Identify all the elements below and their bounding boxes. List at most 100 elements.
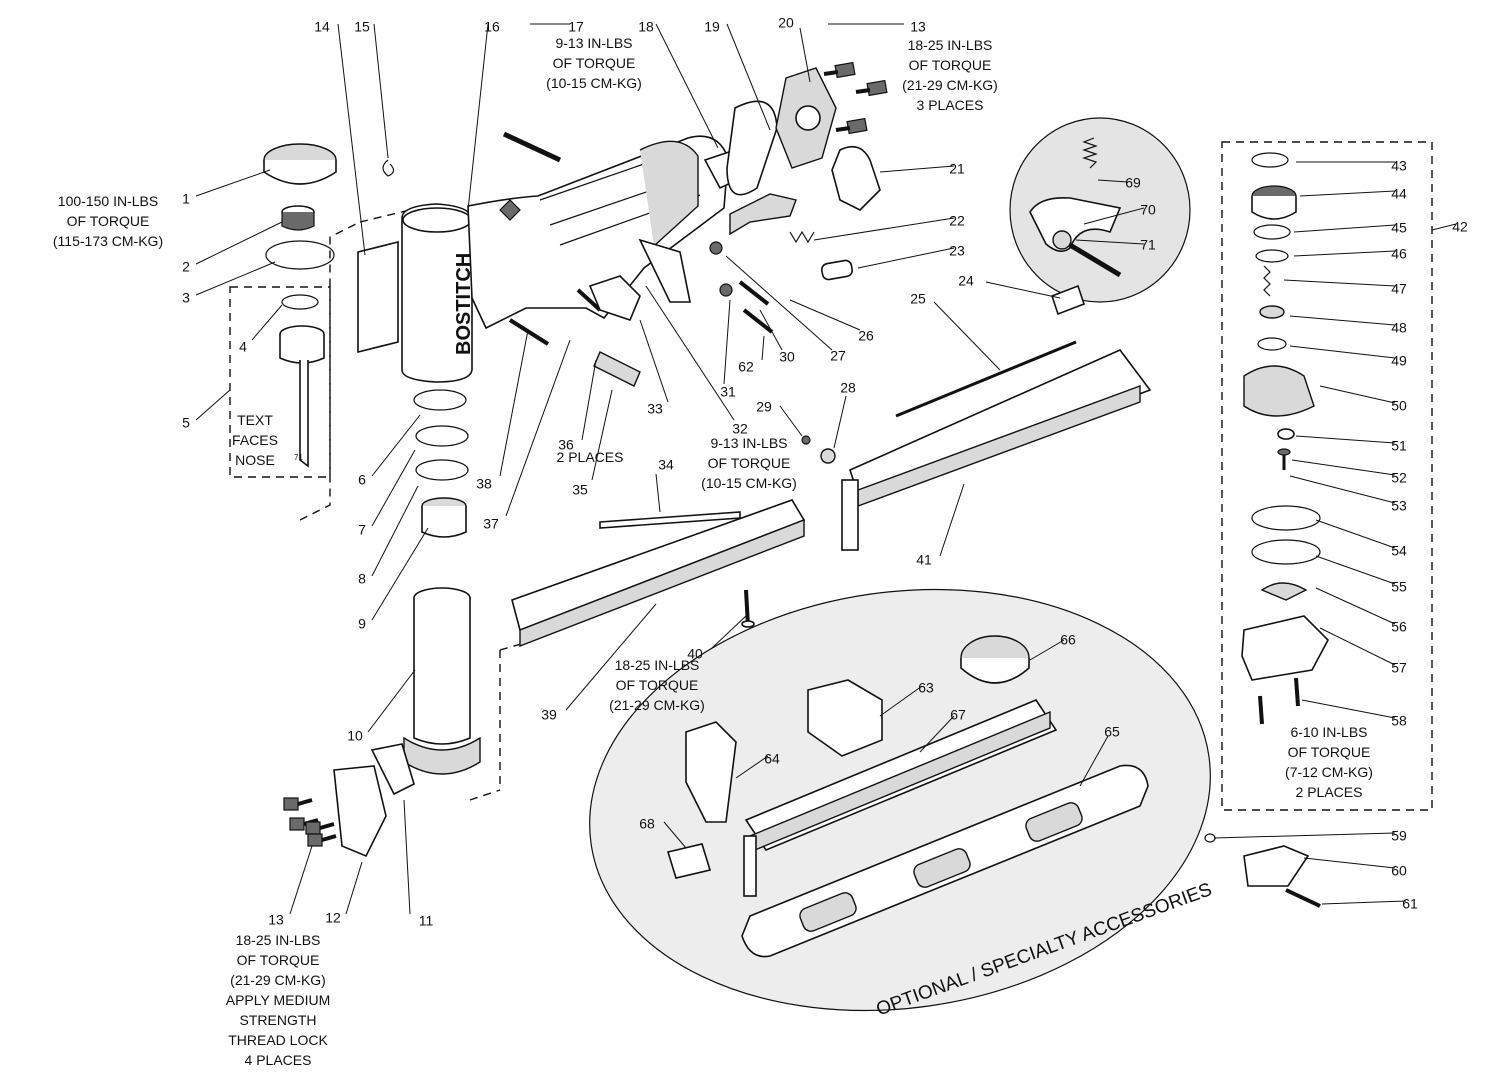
part-number-71: 71: [1140, 237, 1156, 253]
note-line: 4 PLACES: [245, 1052, 312, 1068]
leader-line: [933, 301, 1001, 371]
part-number-58: 58: [1391, 713, 1407, 729]
part-number-53: 53: [1391, 498, 1407, 514]
leader-line: [195, 221, 283, 265]
part-number-40: 40: [687, 646, 703, 662]
leader-line: [655, 23, 719, 149]
leader-line: [761, 335, 765, 361]
tool-body: BOSTITCH: [357, 61, 888, 387]
leader-line: [919, 715, 955, 753]
leader-line: [723, 299, 731, 385]
leader-line: [799, 27, 811, 83]
part-number-44: 44: [1391, 186, 1407, 202]
part-number-48: 48: [1391, 320, 1407, 336]
part-number-64: 64: [764, 751, 780, 767]
note-line: 2 PLACES: [1296, 784, 1363, 800]
leader-line: [371, 449, 416, 527]
leader-line: [879, 685, 923, 717]
note-line: 18-25 IN-LBS: [615, 657, 700, 673]
note-line: (115-173 CM-KG): [53, 233, 163, 249]
leader-line: [1293, 224, 1396, 233]
part-number-6: 6: [358, 472, 366, 488]
leader-line: [879, 165, 955, 173]
cylinder-cap-stack: 71: [263, 143, 481, 858]
part-number-57: 57: [1391, 660, 1407, 676]
part-number-4: 4: [239, 339, 247, 355]
part-number-17: 17: [568, 19, 584, 35]
leader-line: [1213, 832, 1396, 839]
part-number-10: 10: [347, 728, 363, 744]
note-line: 18-25 IN-LBS: [236, 932, 321, 948]
note-line: OF TORQUE: [708, 455, 791, 471]
leader-line: [833, 395, 847, 449]
part-number-11: 11: [419, 913, 434, 929]
part-number-16: 16: [484, 19, 500, 35]
part-number-15: 15: [354, 19, 370, 35]
leader-line: [371, 485, 419, 577]
note-line: OF TORQUE: [1288, 744, 1371, 760]
note-line: 9-13 IN-LBS: [710, 435, 787, 451]
leader-line: [289, 845, 313, 915]
part-number-46: 46: [1391, 246, 1407, 262]
part-number-65: 65: [1104, 724, 1120, 740]
part-number-26: 26: [858, 328, 874, 344]
leader-line: [1283, 279, 1396, 287]
part-number-1: 1: [182, 191, 190, 207]
part-number-13: 13: [910, 19, 926, 35]
leader-line: [735, 755, 769, 779]
leader-line: [1319, 385, 1396, 404]
part-number-35: 35: [572, 482, 588, 498]
leader-line: [345, 861, 363, 915]
part-number-21: 21: [949, 161, 965, 177]
note-line: 9-13 IN-LBS: [555, 35, 632, 51]
note-line: (21-29 CM-KG): [230, 972, 326, 988]
leader-line: [195, 389, 231, 421]
note-line: OF TORQUE: [616, 677, 699, 693]
leader-line: [565, 603, 657, 711]
leader-line: [1301, 699, 1396, 719]
part-number-24: 24: [958, 273, 974, 289]
leader-line: [371, 414, 421, 477]
accessories-region: [589, 588, 1211, 1012]
part-number-60: 60: [1391, 863, 1407, 879]
leader-line: [725, 255, 833, 351]
part-number-63: 63: [918, 680, 934, 696]
brand-logo: BOSTITCH: [453, 253, 475, 355]
note-line: OF TORQUE: [909, 57, 992, 73]
leader-line: [857, 247, 955, 269]
leader-line: [467, 23, 489, 211]
part-number-25: 25: [910, 291, 926, 307]
part-number-7: 7: [358, 522, 366, 538]
leader-line: [499, 329, 529, 477]
part-number-49: 49: [1391, 353, 1407, 369]
part-number-70: 70: [1140, 202, 1156, 218]
part-number-50: 50: [1391, 398, 1407, 414]
part-number-18: 18: [638, 19, 654, 35]
leader-line: [1299, 190, 1396, 197]
note-line: (10-15 CM-KG): [546, 75, 642, 91]
part-number-66: 66: [1060, 632, 1076, 648]
leader-line: [1083, 207, 1145, 225]
leader-line: [195, 169, 271, 197]
leader-line: [1075, 239, 1145, 245]
part-number-12: 12: [325, 910, 341, 926]
part-number-43: 43: [1391, 158, 1407, 174]
part-number-38: 38: [476, 476, 492, 492]
note-line: 2 PLACES: [557, 449, 624, 465]
part-number-19: 19: [704, 19, 720, 35]
leader-line: [726, 23, 771, 131]
leader-line: [591, 389, 613, 481]
note-line: APPLY MEDIUM: [226, 992, 331, 1008]
leader-line: [939, 483, 965, 557]
leader-line: [1315, 519, 1396, 549]
part-number-22: 22: [949, 213, 965, 229]
spring-detail-inset: [1009, 117, 1191, 303]
leader-line: [663, 821, 687, 849]
part-number-5: 5: [182, 415, 190, 431]
part-number-39: 39: [541, 707, 557, 723]
